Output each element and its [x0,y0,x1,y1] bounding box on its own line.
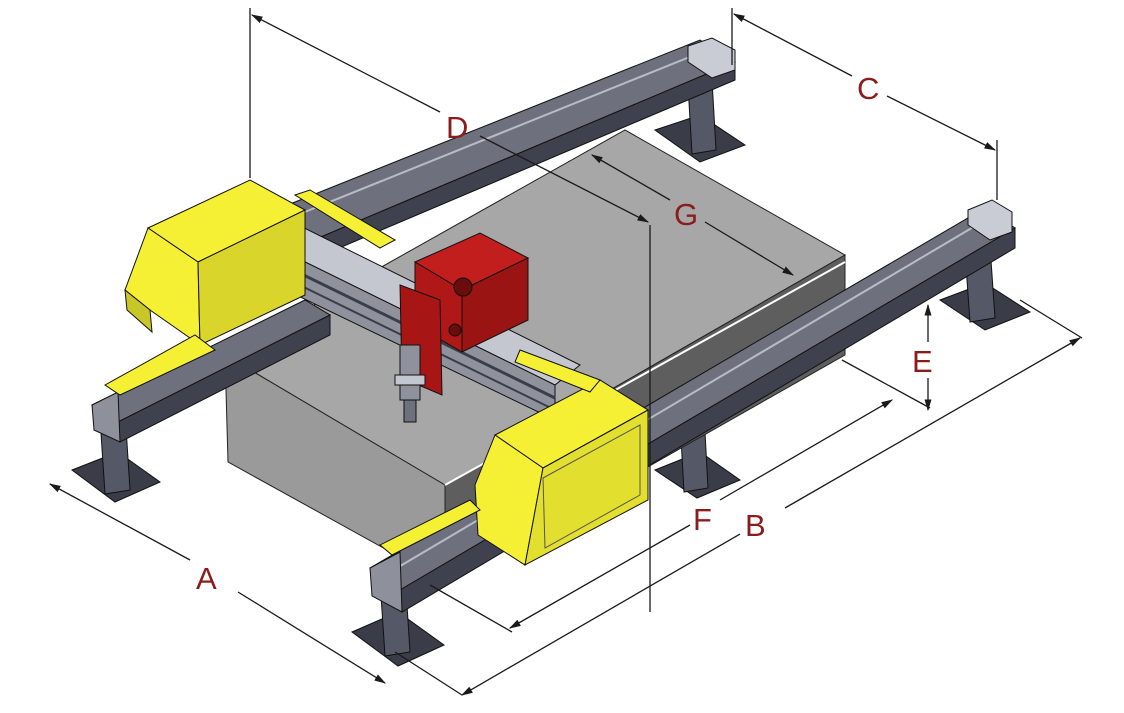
right-carriage-housing [379,349,649,566]
dimension-label-b: B [745,508,766,543]
dimension-label-e: E [912,344,933,379]
dim-line-d [250,14,441,113]
extension-line-e [841,359,931,409]
dim-line-g [590,154,671,201]
dim-line-d2 [479,135,650,223]
dimension-lines [48,8,1083,696]
back-rail [248,37,737,269]
dim-line-g2 [704,221,795,276]
dim-line-a [48,483,191,561]
dim-line-b [784,337,1082,509]
dim-line-c [732,13,853,77]
dim-line-c2 [886,95,997,151]
dimension-label-f: F [693,502,712,537]
foot-back-left [653,79,747,163]
dim-line-b2 [460,533,741,696]
dim-line-a2 [237,591,386,684]
dimension-label-a: A [196,561,217,596]
dimension-label-d: D [446,110,468,145]
extension-line-b2 [394,651,463,696]
extension-line-b [1019,299,1083,339]
left-carriage-housing [104,179,397,396]
left-cross-rail [90,299,332,443]
dim-line-f [719,399,894,501]
dim-line-f2 [508,524,691,629]
plasma-torch [394,344,426,423]
dimension-labels: D C G E F B A [196,71,933,596]
extension-line-f [429,584,513,633]
dimension-label-c: C [857,71,879,106]
dimension-label-g: G [674,197,698,232]
